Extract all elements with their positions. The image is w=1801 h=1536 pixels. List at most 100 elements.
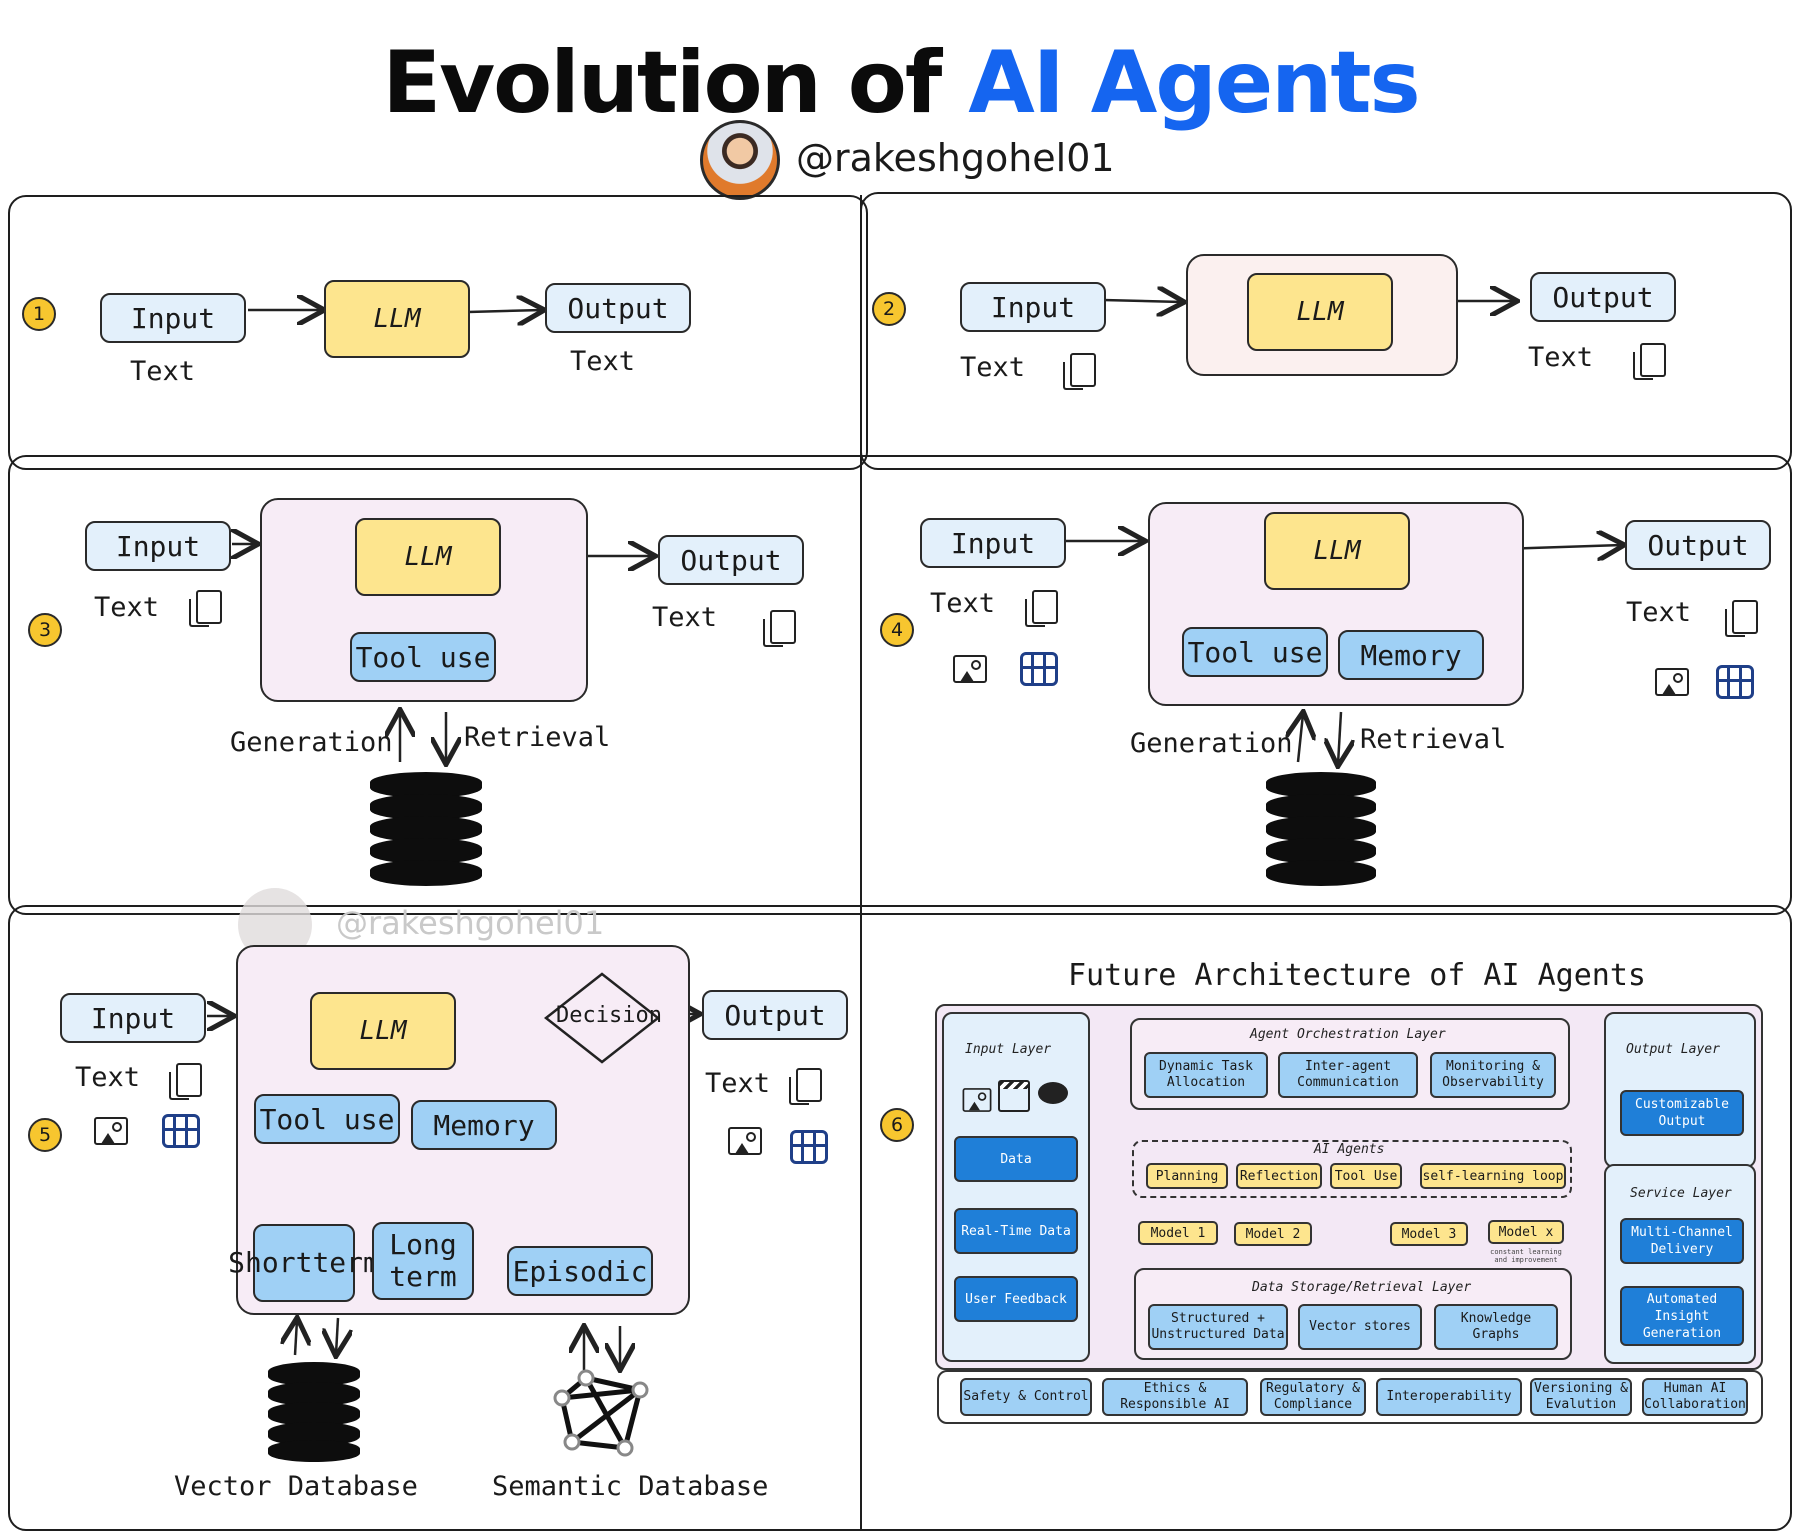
document-icon bbox=[789, 1068, 822, 1105]
versioning-box: Versioning & Evalution bbox=[1530, 1378, 1632, 1416]
step-badge-5: 5 bbox=[28, 1118, 62, 1152]
panel-1-frame bbox=[8, 195, 868, 470]
video-icon bbox=[1020, 652, 1058, 686]
p5-episodic-box: Episodic bbox=[507, 1246, 653, 1296]
step-badge-2: 2 bbox=[872, 292, 906, 326]
p2-input-box: Input bbox=[960, 282, 1106, 332]
p2-input-caption: Text bbox=[960, 352, 1026, 383]
database-icon bbox=[370, 772, 482, 890]
document-icon bbox=[763, 610, 796, 647]
video-icon bbox=[1716, 665, 1754, 699]
agent-reflection-box: Reflection bbox=[1236, 1163, 1322, 1189]
safety-control-box: Safety & Control bbox=[960, 1378, 1092, 1416]
image-icon bbox=[1655, 668, 1689, 696]
storage-layer-label: Data Storage/Retrieval Layer bbox=[1252, 1280, 1472, 1295]
p5-vector-db-label: Vector Database bbox=[174, 1471, 418, 1502]
p4-memory-box: Memory bbox=[1338, 630, 1484, 680]
p1-llm-box: LLM bbox=[324, 280, 470, 358]
p4-output-caption: Text bbox=[1626, 597, 1692, 628]
p3-tool-use-box: Tool use bbox=[350, 632, 496, 682]
p5-input-caption: Text bbox=[75, 1062, 141, 1093]
model-x-box: Model x bbox=[1488, 1220, 1564, 1244]
p2-output-caption: Text bbox=[1528, 342, 1594, 373]
model-2-box: Model 2 bbox=[1234, 1222, 1312, 1246]
interoperability-box: Interoperability bbox=[1376, 1378, 1522, 1416]
agent-self-learning-box: self-learning loop bbox=[1420, 1163, 1566, 1189]
chat-bubble-icon bbox=[1038, 1082, 1068, 1104]
output-layer-label: Output Layer bbox=[1626, 1042, 1720, 1057]
step-badge-1: 1 bbox=[22, 297, 56, 331]
p1-input-caption: Text bbox=[130, 356, 196, 387]
document-icon bbox=[189, 590, 222, 627]
p5-output-caption: Text bbox=[705, 1068, 771, 1099]
p5-semantic-db-label: Semantic Database bbox=[492, 1471, 769, 1502]
title-part-1: Evolution of bbox=[382, 33, 969, 133]
input-user-feedback-box: User Feedback bbox=[954, 1276, 1078, 1322]
p1-output-box: Output bbox=[545, 283, 691, 333]
p5-llm-box: LLM bbox=[310, 992, 456, 1070]
p3-llm-box: LLM bbox=[355, 518, 501, 596]
automated-insight-box: Automated Insight Generation bbox=[1620, 1286, 1744, 1346]
vector-database-icon bbox=[268, 1362, 360, 1462]
image-icon bbox=[953, 655, 987, 683]
page-title: Evolution of AI Agents bbox=[0, 28, 1801, 138]
short-term-line-1: Short bbox=[228, 1246, 313, 1279]
step-badge-3: 3 bbox=[28, 613, 62, 647]
inter-agent-communication-box: Inter-agent Communication bbox=[1278, 1052, 1418, 1098]
vector-stores-box: Vector stores bbox=[1298, 1304, 1422, 1350]
p5-input-box: Input bbox=[60, 993, 206, 1043]
p3-output-box: Output bbox=[658, 535, 804, 585]
knowledge-graphs-box: Knowledge Graphs bbox=[1434, 1304, 1558, 1350]
p2-llm-box: LLM bbox=[1247, 273, 1393, 351]
p3-input-box: Input bbox=[85, 521, 231, 571]
monitoring-observability-box: Monitoring & Observability bbox=[1430, 1052, 1556, 1098]
p3-input-caption: Text bbox=[94, 592, 160, 623]
ai-agents-label: AI Agents bbox=[1314, 1142, 1385, 1157]
orchestration-layer-label: Agent Orchestration Layer bbox=[1250, 1027, 1446, 1042]
panel-3-4-frame bbox=[8, 455, 1792, 915]
p4-tool-use-box: Tool use bbox=[1182, 627, 1328, 677]
ethics-box: Ethics & Responsible AI bbox=[1102, 1378, 1248, 1416]
image-icon bbox=[962, 1088, 992, 1112]
multi-channel-delivery-box: Multi-Channel Delivery bbox=[1620, 1218, 1744, 1264]
p3-output-caption: Text bbox=[652, 602, 718, 633]
agent-planning-box: Planning bbox=[1146, 1163, 1228, 1189]
customizable-output-box: Customizable Output bbox=[1620, 1090, 1744, 1136]
p1-output-caption: Text bbox=[570, 346, 636, 377]
document-icon bbox=[1633, 343, 1666, 380]
p4-generation-label: Generation bbox=[1130, 728, 1293, 759]
video-icon bbox=[790, 1130, 828, 1164]
long-term-line-2: term bbox=[389, 1260, 457, 1293]
p3-retrieval-label: Retrieval bbox=[464, 722, 611, 753]
image-icon bbox=[728, 1127, 762, 1155]
step-badge-6: 6 bbox=[880, 1108, 914, 1142]
p5-tool-use-box: Tool use bbox=[254, 1094, 400, 1144]
p5-decision-label: Decision bbox=[556, 1003, 662, 1028]
p4-llm-box: LLM bbox=[1264, 512, 1410, 590]
model-note: constant learning and improvement bbox=[1490, 1248, 1562, 1264]
agent-tool-use-box: Tool Use bbox=[1330, 1163, 1402, 1189]
p3-generation-label: Generation bbox=[230, 727, 393, 758]
input-data-box: Data bbox=[954, 1136, 1078, 1182]
regulatory-box: Regulatory & Compliance bbox=[1260, 1378, 1366, 1416]
p4-retrieval-label: Retrieval bbox=[1360, 724, 1507, 755]
watermark-handle: @rakeshgohel01 bbox=[336, 904, 605, 942]
video-icon bbox=[162, 1114, 200, 1148]
document-icon bbox=[1725, 600, 1758, 637]
service-layer-label: Service Layer bbox=[1630, 1186, 1732, 1201]
long-term-line-1: Long bbox=[389, 1228, 457, 1261]
p5-output-box: Output bbox=[702, 990, 848, 1040]
p4-input-box: Input bbox=[920, 518, 1066, 568]
dynamic-task-allocation-box: Dynamic Task Allocation bbox=[1144, 1052, 1268, 1098]
human-ai-box: Human AI Collaboration bbox=[1642, 1378, 1748, 1416]
model-1-box: Model 1 bbox=[1138, 1221, 1218, 1245]
title-part-2: AI Agents bbox=[968, 33, 1420, 133]
vertical-divider bbox=[860, 195, 862, 1531]
database-icon bbox=[1266, 772, 1376, 890]
p4-output-box: Output bbox=[1625, 520, 1771, 570]
panel-5-6-frame bbox=[8, 905, 1792, 1531]
step-badge-4: 4 bbox=[880, 613, 914, 647]
model-3-box: Model 3 bbox=[1390, 1222, 1468, 1246]
p1-input-box: Input bbox=[100, 293, 246, 343]
